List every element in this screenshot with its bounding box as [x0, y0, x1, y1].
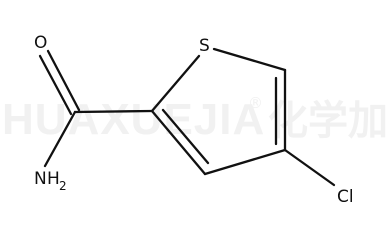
watermark-chinese-text: 化学加 — [268, 98, 388, 144]
atom-hydrogen-count: 2 — [59, 179, 67, 193]
atom-oxygen: O — [34, 33, 47, 53]
atom-sulfur: S — [199, 36, 210, 56]
bond-carbon-nitrogen — [43, 110, 77, 168]
bond-sulfur-c5 — [212, 47, 287, 72]
bond-c4-chlorine — [283, 148, 336, 187]
atom-labels: O S N H 2 Cl — [34, 33, 354, 207]
bond-c3-c2 — [150, 109, 207, 176]
watermark-registered-mark: ® — [248, 94, 263, 112]
atom-chlorine: Cl — [337, 187, 354, 207]
bond-c2-sulfur — [150, 54, 201, 113]
bonds — [38, 47, 336, 187]
watermark-latin-text: HUAXUEJIA — [2, 95, 265, 144]
bond-c4-c3 — [203, 148, 287, 176]
bond-amide-ring — [73, 109, 154, 114]
atom-hydrogen: H — [47, 169, 60, 189]
bond-carbonyl-inner — [38, 54, 73, 116]
bond-carbonyl-outer — [46, 49, 81, 112]
watermark: HUAXUEJIA ® 化学加 — [2, 94, 388, 144]
bond-c3-c2-inner — [161, 108, 210, 165]
atom-nitrogen: N — [34, 169, 47, 189]
